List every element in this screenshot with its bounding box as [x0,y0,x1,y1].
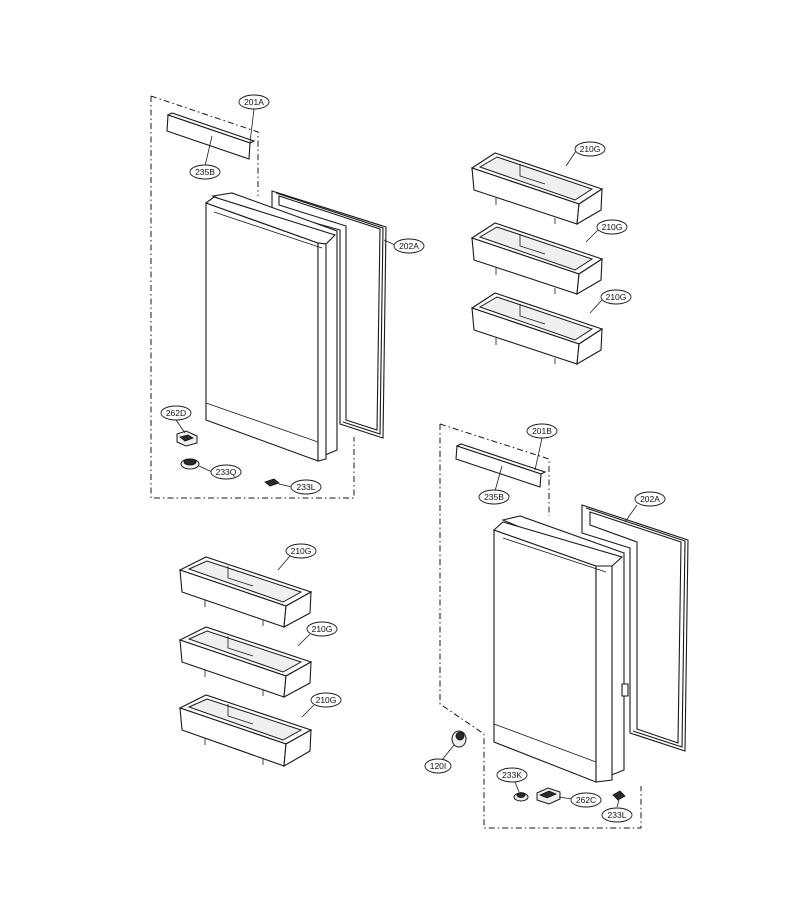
svg-text:201B: 201B [532,426,552,436]
svg-text:202A: 202A [399,241,419,251]
svg-text:210G: 210G [602,222,623,232]
lower-right-hinge-bushing [513,792,529,802]
callout-233L-upper: 233L [290,479,322,495]
svg-text:235B: 235B [484,492,504,502]
upper-right-bin-1 [470,152,604,226]
callout-233K: 233K [496,767,528,783]
svg-text:262D: 262D [166,408,186,418]
callout-202A-upper: 202A [393,238,425,254]
svg-text:210G: 210G [291,546,312,556]
callout-262D: 262D [160,405,192,421]
callout-120I: 120I [424,758,452,774]
callout-201B: 201B [526,423,558,439]
svg-text:235B: 235B [195,167,215,177]
svg-text:262C: 262C [576,795,596,805]
lower-left-bin-3 [178,694,313,768]
svg-text:210G: 210G [312,624,333,634]
upper-right-bins: 210G 210G 210G [470,141,632,366]
callout-210G-lower-2: 210G [306,621,338,637]
callout-235B-lower: 235B [478,489,510,505]
lower-left-bins: 210G 210G 210G [178,543,342,768]
svg-text:201A: 201A [244,97,264,107]
lower-right-hinge-bracket [536,787,561,805]
callout-210G-upper-3: 210G [600,289,632,305]
lower-right-door-assembly: 201B 235B 202A 120I 233K 262C 23 [424,423,689,829]
upper-left-handle-strip [166,112,256,160]
callout-210G-upper-1: 210G [574,141,606,157]
svg-text:233K: 233K [502,770,522,780]
callout-201A: 201A [238,94,270,110]
lower-left-bin-1 [178,556,313,628]
callout-262C: 262C [570,792,602,808]
svg-text:120I: 120I [430,761,447,771]
lower-right-stopper [612,790,626,801]
svg-text:210G: 210G [316,695,337,705]
callout-233L-lower: 233L [601,807,633,823]
callout-210G-lower-3: 210G [310,692,342,708]
svg-text:233L: 233L [608,810,627,820]
upper-left-door-front [204,196,337,462]
lower-right-door-boundary [439,423,642,829]
svg-text:210G: 210G [580,144,601,154]
callout-233Q: 233Q [210,464,242,480]
upper-right-bin-2 [470,222,604,296]
upper-left-hinge-bushing [180,458,200,470]
lower-right-cam [451,730,467,748]
svg-text:202A: 202A [640,494,660,504]
lower-left-bin-2 [178,626,313,698]
svg-text:233Q: 233Q [216,467,237,477]
callout-210G-lower-1: 210G [285,543,317,559]
upper-right-bin-3 [470,292,604,366]
callout-202A-lower: 202A [634,491,666,507]
upper-left-stopper [264,478,280,487]
callout-210G-upper-2: 210G [596,219,628,235]
lower-right-door-front [492,521,629,783]
upper-left-door-assembly: 201A 235B 202A 262D 233Q 233L [150,94,425,499]
callout-235B-upper: 235B [189,164,221,180]
upper-left-hinge-bracket [176,430,198,447]
upper-left-door-boundary [150,95,355,499]
lower-right-handle-strip [455,443,547,488]
svg-text:210G: 210G [606,292,627,302]
lower-right-gasket [581,504,689,752]
svg-text:233L: 233L [297,482,316,492]
